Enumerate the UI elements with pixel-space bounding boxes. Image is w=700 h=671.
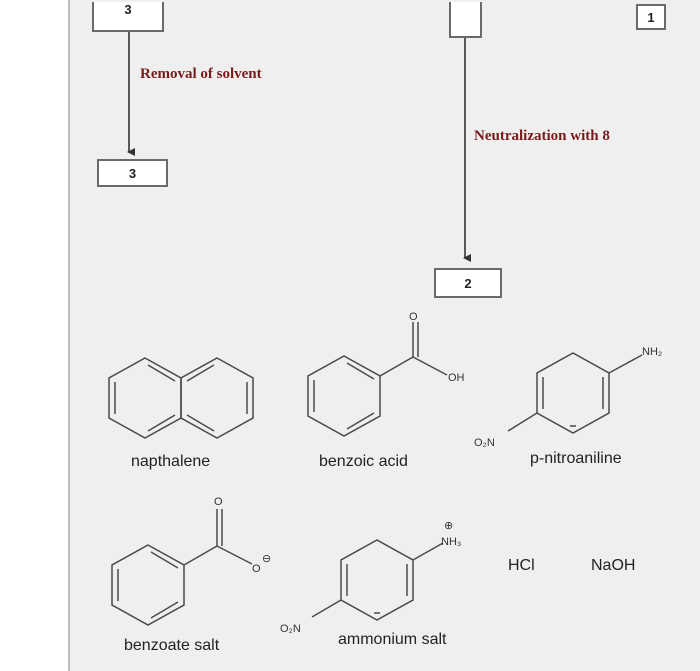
box-middle-center: 2 <box>434 268 502 298</box>
plus-charge-icon: ⊕ <box>444 520 453 532</box>
box-top-left: 3 <box>92 2 164 32</box>
reagent-hcl: HCl <box>508 557 535 574</box>
box-top-right: 1 <box>636 4 666 30</box>
atom-o2n-ammonium: O₂N <box>280 623 301 635</box>
minus-charge-icon: ⊖ <box>262 553 271 565</box>
benzoic-acid-structure <box>307 322 448 437</box>
benzoate-salt-structure <box>111 509 253 626</box>
box-middle-left-label: 3 <box>128 165 137 181</box>
atom-o-benzoic: O <box>409 311 418 323</box>
caption-ammonium-salt: ammonium salt <box>338 631 447 648</box>
caption-p-nitroaniline: p-nitroaniline <box>530 450 622 467</box>
caption-napthalene: napthalene <box>131 453 211 470</box>
box-middle-left: 3 <box>97 159 168 187</box>
box-top-middle <box>449 2 482 38</box>
atom-o-benzoate: O <box>214 496 223 508</box>
atom-o2n-nitroaniline: O₂N <box>474 437 495 449</box>
reagent-naoh: NaOH <box>591 557 636 574</box>
step-neutralization: Neutralization with 8 <box>474 128 610 144</box>
atom-nh3-ammonium: NH₃ <box>441 536 461 548</box>
panel-border <box>68 0 70 671</box>
box-top-right-label: 1 <box>647 9 655 25</box>
ammonium-salt-structure <box>311 539 444 621</box>
box-middle-center-label: 2 <box>464 275 472 291</box>
atom-oh-benzoic: OH <box>448 372 465 384</box>
caption-benzoate-salt: benzoate salt <box>124 637 220 654</box>
p-nitroaniline-structure <box>507 352 643 434</box>
caption-benzoic-acid: benzoic acid <box>319 453 408 470</box>
atom-o-minus-benzoate: O <box>252 563 261 575</box>
atom-nh2-nitroaniline: NH₂ <box>642 346 662 358</box>
step-removal-of-solvent: Removal of solvent <box>140 66 262 82</box>
box-top-left-label: 3 <box>124 1 132 17</box>
napthalene-structure <box>108 357 254 439</box>
